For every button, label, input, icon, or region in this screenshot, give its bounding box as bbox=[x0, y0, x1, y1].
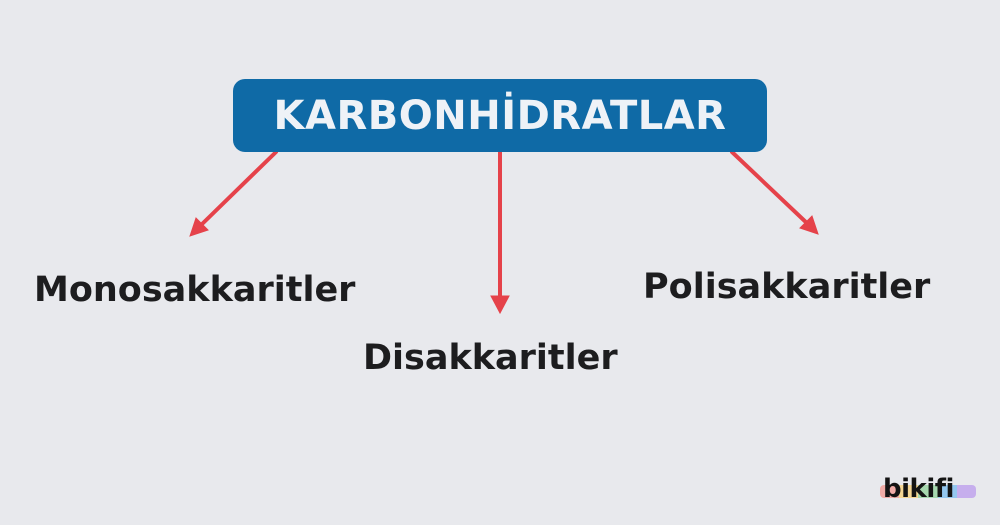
brand-stripe bbox=[918, 485, 938, 498]
arrowhead-polisakkaritler bbox=[799, 215, 819, 235]
arrowhead-disakkaritler bbox=[490, 295, 510, 315]
brand-stripe bbox=[899, 485, 919, 498]
root-label: KARBONHİDRATLAR bbox=[273, 92, 727, 139]
arrow-to-monosakkaritler bbox=[196, 150, 278, 230]
child-node-polisakkaritler: Polisakkaritler bbox=[643, 267, 931, 307]
brand-stripe bbox=[956, 485, 976, 498]
child-node-monosakkaritler: Monosakkaritler bbox=[34, 270, 356, 310]
brand-name: bikifi bbox=[883, 474, 954, 504]
arrowhead-monosakkaritler bbox=[189, 217, 209, 237]
child-node-disakkaritler: Disakkaritler bbox=[363, 338, 618, 378]
brand-logo: bikifi bbox=[880, 474, 976, 506]
brand-stripe bbox=[937, 485, 957, 498]
arrow-to-polisakkaritler bbox=[730, 150, 812, 228]
root-node: KARBONHİDRATLAR bbox=[233, 79, 767, 152]
brand-stripe bbox=[880, 485, 900, 498]
brand-stripes bbox=[880, 485, 976, 498]
